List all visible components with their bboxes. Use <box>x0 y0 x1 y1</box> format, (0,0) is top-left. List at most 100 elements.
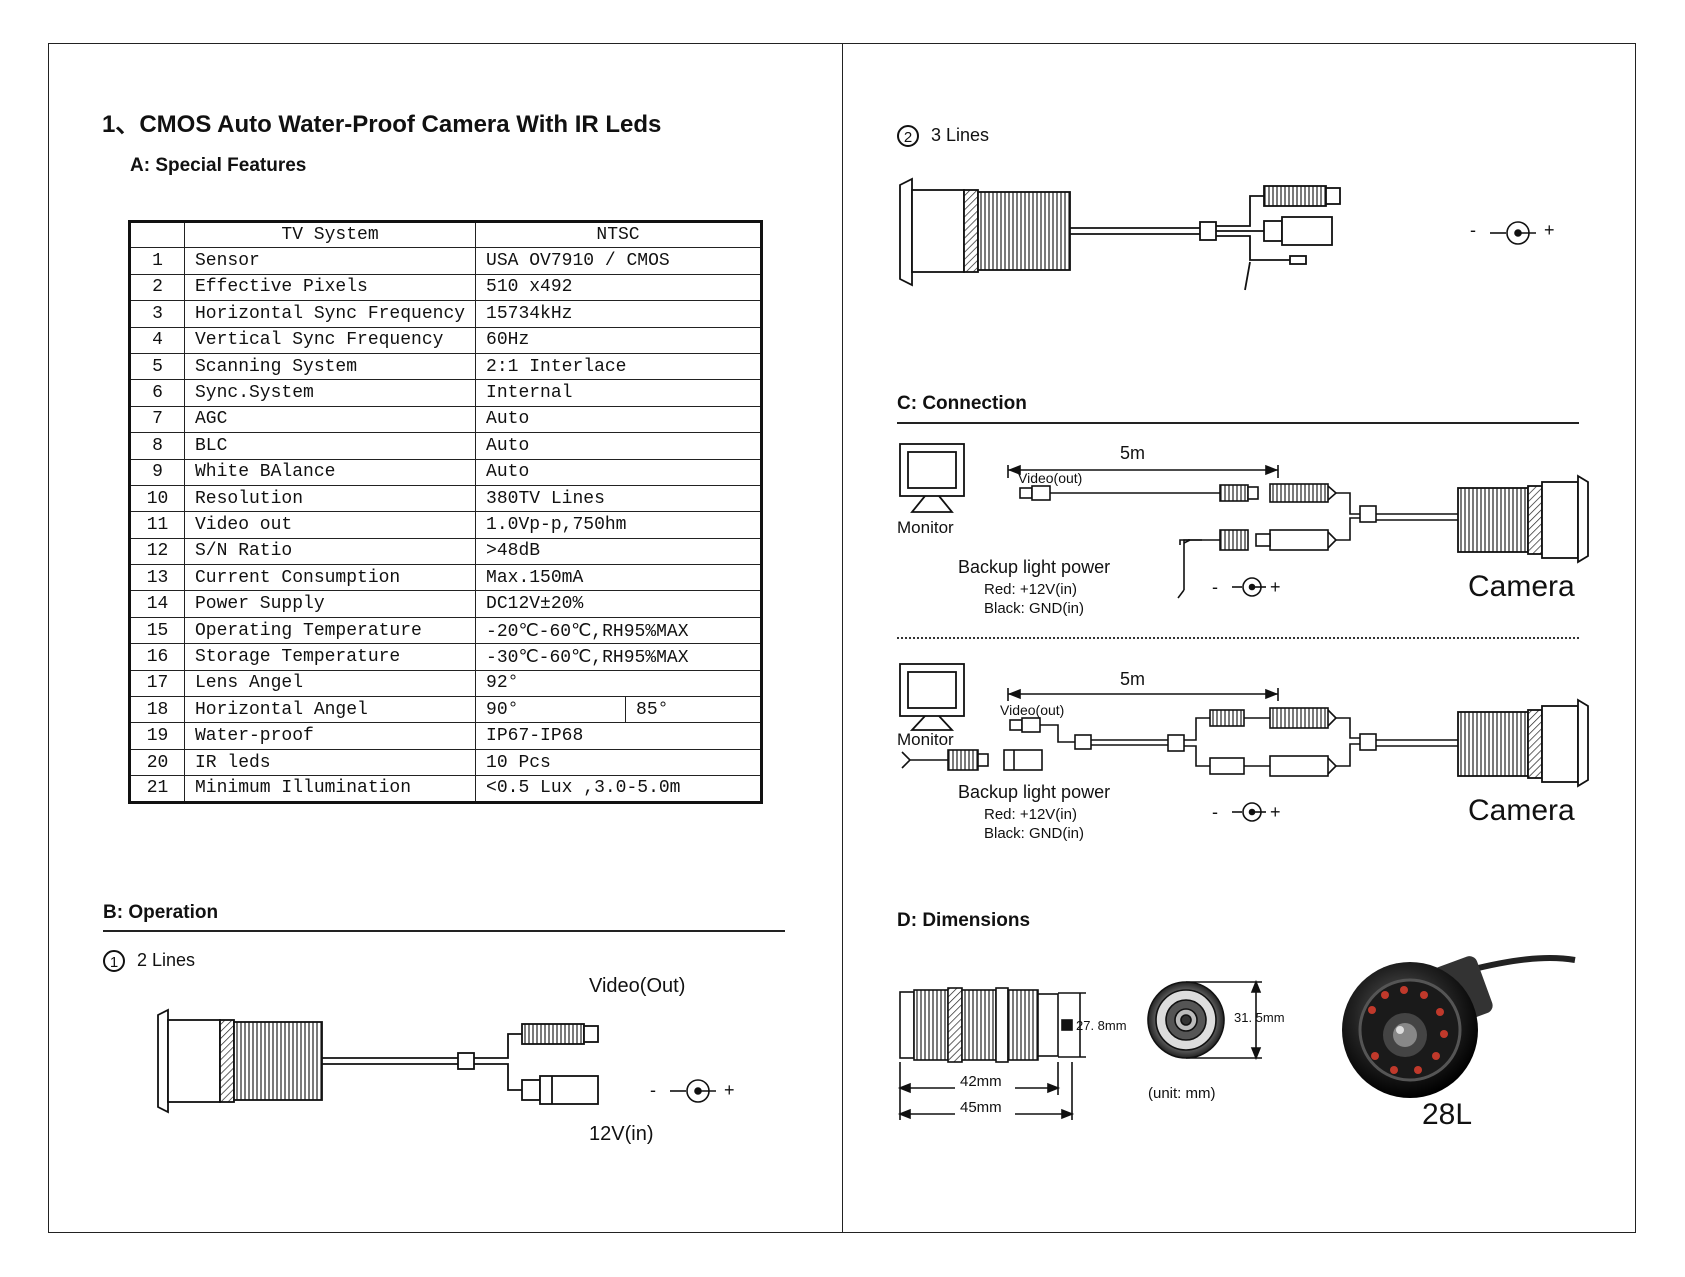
spec-row-number: 17 <box>129 669 185 698</box>
spec-row-value: 15734kHz <box>475 300 762 328</box>
section-a-heading: A: Special Features <box>130 155 307 176</box>
conn2-dc-jack-icon <box>1232 802 1266 822</box>
section-b-rule <box>103 930 785 932</box>
op2-polarity-plus: + <box>1544 220 1555 240</box>
op1-video-out-label: Video(Out) <box>589 975 686 997</box>
dim-length-42: 42mm <box>960 1073 1002 1090</box>
conn1-camera-drawing <box>1457 474 1589 564</box>
spec-row-number: 16 <box>129 643 185 671</box>
conn1-wiring <box>1007 464 1458 599</box>
op2-label: 3 Lines <box>931 125 990 145</box>
spec-row-value: Auto <box>475 405 762 434</box>
conn2-monitor-label: Monitor <box>897 730 954 749</box>
op2-polarity-minus: - <box>1470 220 1476 240</box>
conn1-red-label: Red: +12V(in) <box>984 581 1077 598</box>
spec-row-number: 4 <box>129 326 185 354</box>
dim-front-drawing <box>1147 979 1262 1061</box>
dim-side-drawing <box>897 987 1086 1120</box>
dim-diameter-2: 31. 5mm <box>1234 1010 1285 1025</box>
spec-row-value: IP67-IP68 <box>475 722 762 750</box>
document-title: 1、CMOS Auto Water-Proof Camera With IR L… <box>102 111 662 138</box>
op1-camera-drawing <box>157 1008 599 1114</box>
right-page-frame <box>842 43 1636 1233</box>
spec-row-name: Power Supply <box>183 590 477 618</box>
spec-row-number: 2 <box>129 273 185 302</box>
op1-label: 2 Lines <box>137 950 196 970</box>
spec-row-number: 11 <box>129 511 185 539</box>
spec-row-value: Max.150mA <box>475 564 762 592</box>
spec-row-number: 7 <box>129 405 185 434</box>
spec-row-number: 13 <box>129 564 185 592</box>
conn1-polarity-plus: + <box>1270 577 1281 597</box>
model-label: 28L <box>1422 1098 1473 1131</box>
spec-row-value: USA OV7910 / CMOS <box>475 247 762 275</box>
spec-row-value: <0.5 Lux ,3.0-5.0m <box>475 775 762 803</box>
spec-row-value: 510 x492 <box>475 273 762 302</box>
spec-row-number: 1 <box>129 247 185 275</box>
spec-row-name: White BAlance <box>183 458 477 486</box>
spec-row-name: Operating Temperature <box>183 616 477 645</box>
conn1-video-out: Video(out) <box>1018 470 1083 486</box>
op1-heading: 1 2 Lines <box>103 950 196 973</box>
spec-row-name: AGC <box>183 405 477 434</box>
op1-polarity-plus: + <box>724 1080 735 1100</box>
op2-heading: 2 3 Lines <box>897 125 990 148</box>
camera-product-photo <box>1342 955 1576 1098</box>
conn2-video-out: Video(out) <box>1000 702 1065 718</box>
conn1-polarity-minus: - <box>1212 577 1218 597</box>
conn2-length: 5m <box>1120 669 1146 689</box>
op1-polarity-minus: - <box>650 1080 656 1100</box>
conn1-length: 5m <box>1120 443 1146 463</box>
spec-row-number: 9 <box>129 458 185 486</box>
dim-diameter-1: 27. 8mm <box>1076 1018 1127 1033</box>
spec-row-number: 15 <box>129 616 185 645</box>
left-page-frame <box>48 43 842 1233</box>
connection-divider <box>897 637 1579 639</box>
conn1-camera-label: Camera <box>1468 570 1575 603</box>
conn2-monitor-icon <box>899 663 965 731</box>
spec-row-name: Storage Temperature <box>183 643 477 671</box>
op2-number: 2 <box>897 125 919 148</box>
conn1-monitor-icon <box>899 443 965 513</box>
op2-camera-drawing <box>899 177 1341 291</box>
header-ntsc: NTSC <box>475 220 762 249</box>
section-c-heading: C: Connection <box>897 393 1027 414</box>
spec-row-name: Scanning System <box>183 352 477 381</box>
conn2-red-label: Red: +12V(in) <box>984 806 1077 823</box>
op1-power-in-label: 12V(in) <box>589 1123 654 1145</box>
conn2-polarity-minus: - <box>1212 802 1218 822</box>
section-b-heading: B: Operation <box>103 902 219 923</box>
spec-row-name: Vertical Sync Frequency <box>183 326 477 354</box>
op1-dc-jack-icon <box>670 1079 716 1103</box>
spec-row-value: 90° <box>475 696 627 724</box>
conn2-black-label: Black: GND(in) <box>984 825 1085 842</box>
conn1-dc-jack-icon <box>1232 577 1266 597</box>
section-c-rule <box>897 422 1579 424</box>
spec-row-name: BLC <box>183 432 477 460</box>
spec-row-number: 21 <box>129 775 185 803</box>
spec-row-number: 3 <box>129 300 185 328</box>
op1-number: 1 <box>103 950 125 973</box>
spec-row-name: IR leds <box>183 748 477 777</box>
spec-row-name: Resolution <box>183 484 477 513</box>
section-d-heading: D: Dimensions <box>897 910 1031 931</box>
spec-row-name: S/N Ratio <box>183 537 477 566</box>
spec-row-name: Water-proof <box>183 722 477 750</box>
dim-length-45: 45mm <box>960 1099 1002 1116</box>
conn1-backup-label: Backup light power <box>958 557 1111 577</box>
